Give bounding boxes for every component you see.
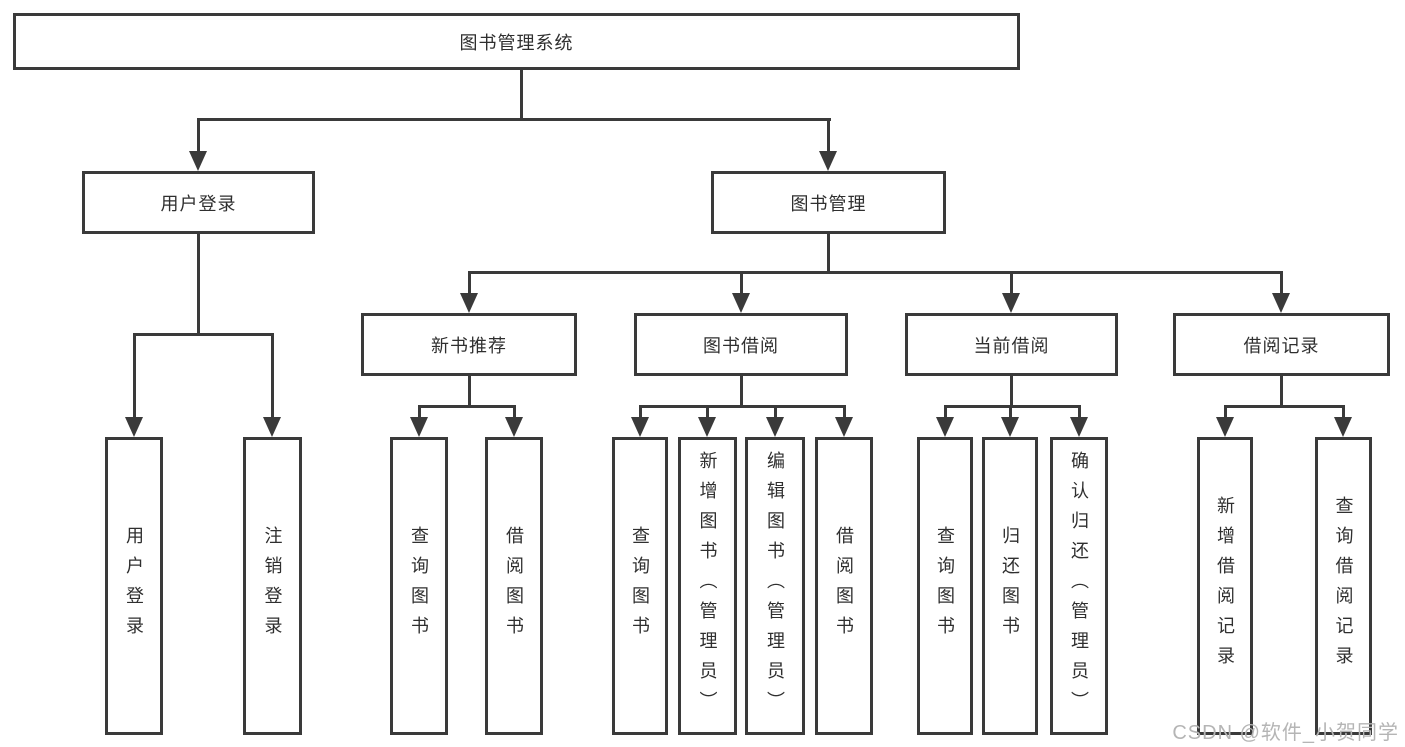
node-label: 查询图书 [630,526,650,646]
connector-line [1010,376,1013,408]
node-label: 用户登录 [160,193,237,214]
arrowhead-down-icon [1216,417,1234,437]
connector-line [197,118,200,154]
connector-line [1078,405,1081,422]
node-label: 查询图书 [409,526,429,646]
arrowhead-down-icon [1002,293,1020,313]
node-label: 借阅记录 [1243,335,1320,356]
arrowhead-down-icon [631,417,649,437]
connector-line [740,376,743,408]
connector-line [133,333,274,336]
arrowhead-down-icon [1001,417,1019,437]
node-confirm-return-admin: 确认归还（管理员） [1050,437,1108,735]
arrowhead-down-icon [410,417,428,437]
csdn-watermark: CSDN @软件_小贺同学 [1172,722,1399,744]
arrowhead-down-icon [819,151,837,171]
arrowhead-down-icon [698,417,716,437]
connector-line [706,405,709,422]
connector-line [1224,405,1345,408]
connector-line [418,405,421,422]
node-label: 借阅图书 [504,526,524,646]
node-query-books-borrowing: 查询图书 [612,437,668,735]
node-label: 编辑图书（管理员） [765,451,785,721]
node-borrow-books-recommend: 借阅图书 [485,437,543,735]
node-book-borrowing: 图书借阅 [634,313,848,376]
connector-line [1010,271,1013,297]
node-label: 新书推荐 [431,335,507,356]
node-query-books-current: 查询图书 [917,437,973,735]
node-label: 新增借阅记录 [1215,496,1235,676]
connector-line [468,376,471,408]
connector-line [133,333,136,421]
arrowhead-down-icon [936,417,954,437]
node-edit-books-admin: 编辑图书（管理员） [745,437,805,735]
node-user-login: 用户登录 [82,171,315,234]
node-label: 查询图书 [935,526,955,646]
connector-line [944,405,1081,408]
connector-line [1009,405,1012,422]
connector-line [639,405,642,422]
node-label: 确认归还（管理员） [1069,451,1089,721]
node-book-management-system: 图书管理系统 [13,13,1020,70]
connector-line [468,271,1283,274]
connector-line [843,405,846,422]
arrowhead-down-icon [263,417,281,437]
node-query-borrow-record: 查询借阅记录 [1315,437,1372,735]
connector-line [520,69,523,121]
arrowhead-down-icon [1272,293,1290,313]
node-add-books-admin: 新增图书（管理员） [678,437,737,735]
connector-line [740,271,743,297]
connector-line [639,405,846,408]
arrowhead-down-icon [835,417,853,437]
connector-line [1280,376,1283,408]
connector-line [774,405,777,422]
node-label: 图书管理 [790,193,867,214]
connector-line [1280,271,1283,297]
node-label: 归还图书 [1000,526,1020,646]
arrowhead-down-icon [766,417,784,437]
node-new-book-recommend: 新书推荐 [361,313,577,376]
arrowhead-down-icon [460,293,478,313]
node-query-books-recommend: 查询图书 [390,437,448,735]
connector-line [827,234,830,274]
connector-line [1224,405,1227,422]
node-label: 借阅图书 [834,526,854,646]
node-logout: 注销登录 [243,437,302,735]
arrowhead-down-icon [189,151,207,171]
connector-line [827,118,830,154]
arrowhead-down-icon [1334,417,1352,437]
arrowhead-down-icon [125,417,143,437]
node-label: 图书管理系统 [459,32,574,53]
node-add-borrow-record: 新增借阅记录 [1197,437,1253,735]
node-current-borrowing: 当前借阅 [905,313,1118,376]
node-user-login-leaf: 用户登录 [105,437,163,735]
connector-line [944,405,947,422]
node-label: 当前借阅 [973,335,1050,356]
connector-line [1342,405,1345,422]
arrowhead-down-icon [505,417,523,437]
node-label: 图书借阅 [703,335,779,356]
node-label: 用户登录 [124,526,144,646]
connector-line [513,405,516,422]
connector-line [271,333,274,421]
node-borrowing-records: 借阅记录 [1173,313,1390,376]
node-label: 新增图书（管理员） [697,451,718,721]
node-return-books: 归还图书 [982,437,1038,735]
connector-line [418,405,516,408]
arrowhead-down-icon [1070,417,1088,437]
node-borrow-books-borrowing: 借阅图书 [815,437,873,735]
node-label: 注销登录 [262,526,283,646]
connector-line [468,271,471,297]
connector-line [197,234,200,336]
connector-line [197,118,831,121]
node-label: 查询借阅记录 [1333,496,1354,676]
node-book-management: 图书管理 [711,171,946,234]
arrowhead-down-icon [732,293,750,313]
